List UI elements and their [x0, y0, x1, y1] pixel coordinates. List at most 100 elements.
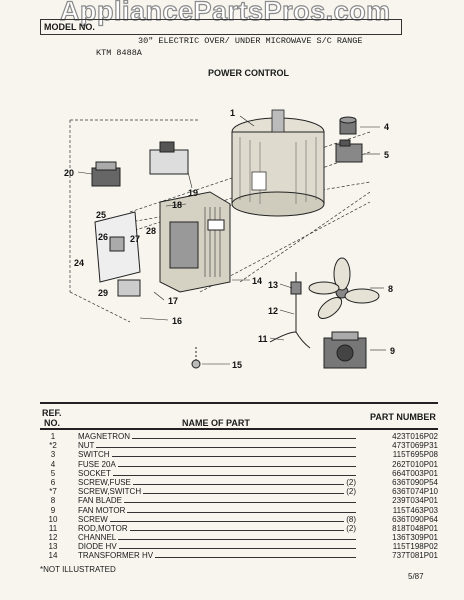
- callout-15: 15: [232, 360, 242, 370]
- leader-dash-line: [80, 557, 356, 559]
- part-name: SOCKET: [78, 468, 113, 478]
- part-name: FAN BLADE: [78, 496, 125, 506]
- callout-11: 11: [258, 334, 268, 344]
- leader-dash-line: [80, 502, 356, 504]
- leader-dash-line: [80, 483, 356, 485]
- callout-1: 1: [230, 108, 235, 118]
- callout-14: 14: [252, 276, 262, 286]
- part-number: 818T048P01: [392, 523, 438, 533]
- part-ref: 13: [48, 542, 58, 552]
- part-ref: 8: [50, 496, 56, 506]
- part-ref: *7: [49, 487, 57, 497]
- table-top-rule: [40, 402, 438, 404]
- part-number: 737T081P01: [392, 551, 438, 561]
- model-header-box: [40, 19, 402, 35]
- part-ref: 5: [50, 468, 56, 478]
- part-ref: *2: [49, 441, 57, 451]
- part-qty: (2): [344, 477, 356, 487]
- part-name: TRANSFORMER HV: [78, 551, 156, 561]
- part-number: 636T090P54: [392, 477, 438, 487]
- table-row: 12 CHANNEL 136T309P01: [40, 533, 438, 543]
- page-code: 5/87: [408, 572, 424, 581]
- part-number: 115T695P08: [392, 450, 438, 460]
- part-name: CHANNEL: [78, 533, 119, 543]
- leader-dash-line: [80, 548, 356, 550]
- switch-part: [91, 161, 121, 187]
- part-ref: 6: [50, 477, 56, 487]
- callout-16: 16: [172, 316, 182, 326]
- leader-dash-line: [80, 456, 356, 458]
- leader-lines: [77, 115, 386, 365]
- part-name: SCREW: [78, 514, 110, 524]
- callout-17: 17: [168, 296, 178, 306]
- part-number: 423T016P02: [392, 432, 438, 441]
- part-number: 115T463P03: [392, 505, 438, 515]
- callout-4: 4: [384, 122, 389, 132]
- leader-dash-line: [80, 447, 356, 449]
- model-label: MODEL NO.: [44, 22, 95, 32]
- part-qty: (2): [344, 487, 356, 497]
- part-name: SCREW,SWITCH: [78, 487, 144, 497]
- table-header-rule: [40, 428, 438, 430]
- callout-13: 13: [268, 280, 278, 290]
- callout-26: 26: [98, 232, 108, 242]
- leader-dash-line: [80, 438, 356, 439]
- part-name: SCREW,FUSE: [78, 477, 133, 487]
- col-ref-header-line1: REF.: [42, 408, 62, 418]
- callout-9: 9: [390, 346, 395, 356]
- part-ref: 4: [50, 459, 56, 469]
- leader-dash-line: [80, 465, 356, 467]
- part-name: MAGNETRON: [78, 432, 132, 441]
- col-ref-header-line2: NO.: [44, 418, 61, 428]
- leader-dash-line: [80, 520, 356, 522]
- leader-dash-line: [80, 474, 356, 476]
- section-title: POWER CONTROL: [208, 68, 289, 78]
- screw-part: [191, 347, 201, 369]
- part-name: FUSE 20A: [78, 459, 118, 469]
- part-ref: 3: [50, 450, 56, 460]
- table-row: 4 FUSE 20A 262T010P01: [40, 459, 438, 469]
- part-ref: 14: [48, 551, 58, 561]
- part-name: FAN MOTOR: [78, 505, 128, 515]
- bracket-part: [94, 211, 141, 283]
- col-name-header: NAME OF PART: [182, 418, 250, 428]
- fuse-part: [339, 116, 357, 135]
- callout-27: 27: [130, 234, 140, 244]
- part-qty: (2): [344, 523, 356, 533]
- transformer-part: [159, 191, 231, 293]
- fan-motor-part: [323, 331, 367, 369]
- callout-24: 24: [74, 258, 84, 268]
- part-number: 636T074P10: [392, 487, 438, 497]
- callout-19: 19: [188, 188, 198, 198]
- magnetron-part: [231, 109, 325, 217]
- table-row: 6 SCREW,FUSE (2) 636T090P54: [40, 477, 438, 487]
- callout-28: 28: [146, 226, 156, 236]
- fan-blade-part: [308, 257, 380, 319]
- table-row: 9 FAN MOTOR 115T463P03: [40, 505, 438, 515]
- part-number: 136T309P01: [392, 533, 438, 543]
- part-number: 636T090P64: [392, 514, 438, 524]
- callout-5: 5: [384, 150, 389, 160]
- socket-part: [335, 139, 363, 163]
- callout-25: 25: [96, 210, 106, 220]
- callout-18: 18: [172, 200, 182, 210]
- col-number-header: PART NUMBER: [370, 412, 436, 422]
- channel-part: [117, 279, 141, 297]
- part-ref: 9: [50, 505, 56, 515]
- part-number: 262T010P01: [392, 459, 438, 469]
- footnote: *NOT ILLUSTRATED: [40, 565, 116, 574]
- part-ref: 12: [48, 533, 58, 543]
- model-number: KTM 8488A: [96, 48, 142, 58]
- leader-dash-line: [80, 529, 356, 531]
- leader-dash-line: [80, 539, 356, 541]
- part-number: 239T034P01: [392, 496, 438, 506]
- leader-dash-line: [80, 493, 356, 495]
- exploded-parts-diagram: 1 4 5 20 19 18 25 26 27 28 24 29 17 16 1…: [64, 108, 395, 370]
